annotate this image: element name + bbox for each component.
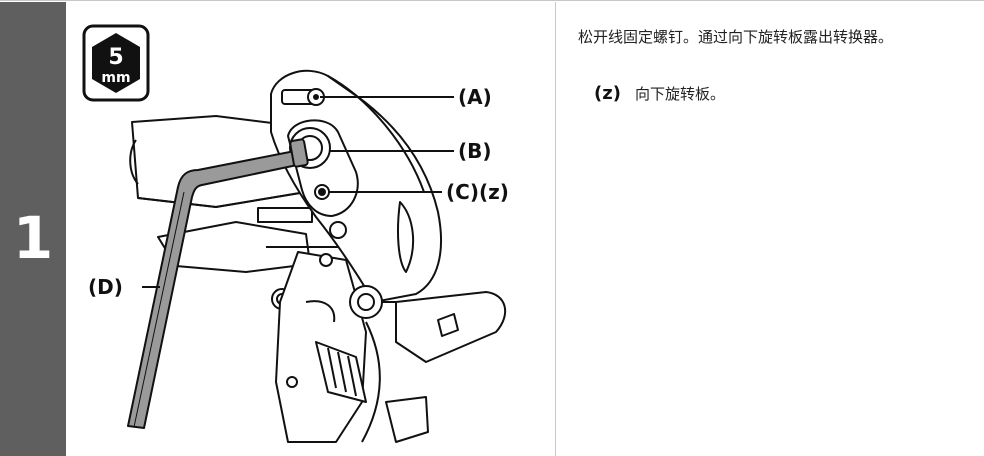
derailleur-illustration: 5 mm: [82, 24, 509, 443]
callout-cz-label: (C)(z): [446, 180, 509, 204]
sub-instruction-text: 向下旋转板。: [634, 85, 725, 103]
step-number-bar: 1: [0, 2, 66, 456]
callout-leader-lines: [142, 96, 454, 288]
illustration-panel: 5 mm: [66, 2, 556, 456]
callout-a-label: (A): [458, 85, 492, 109]
sub-instruction: (z) 向下旋转板。: [594, 83, 958, 104]
badge-unit: mm: [101, 70, 130, 86]
cable-fixing-bolt: [281, 88, 325, 106]
derailleur-body: [275, 251, 506, 443]
callout-d-label: (D): [88, 275, 123, 299]
frame-bracket: [129, 115, 366, 310]
badge-size: 5: [108, 45, 123, 70]
callout-b-label: (B): [458, 139, 492, 163]
hex-wrench-size-badge-icon: 5 mm: [82, 24, 150, 102]
step-number: 1: [12, 204, 54, 272]
sub-instruction-key: (z): [594, 83, 621, 104]
instruction-column: 松开线固定螺钉。通过向下旋转板露出转换器。 (z) 向下旋转板。: [578, 25, 958, 104]
hex-key-tool-icon: [127, 138, 309, 429]
instruction-text: 松开线固定螺钉。通过向下旋转板露出转换器。: [578, 28, 894, 46]
